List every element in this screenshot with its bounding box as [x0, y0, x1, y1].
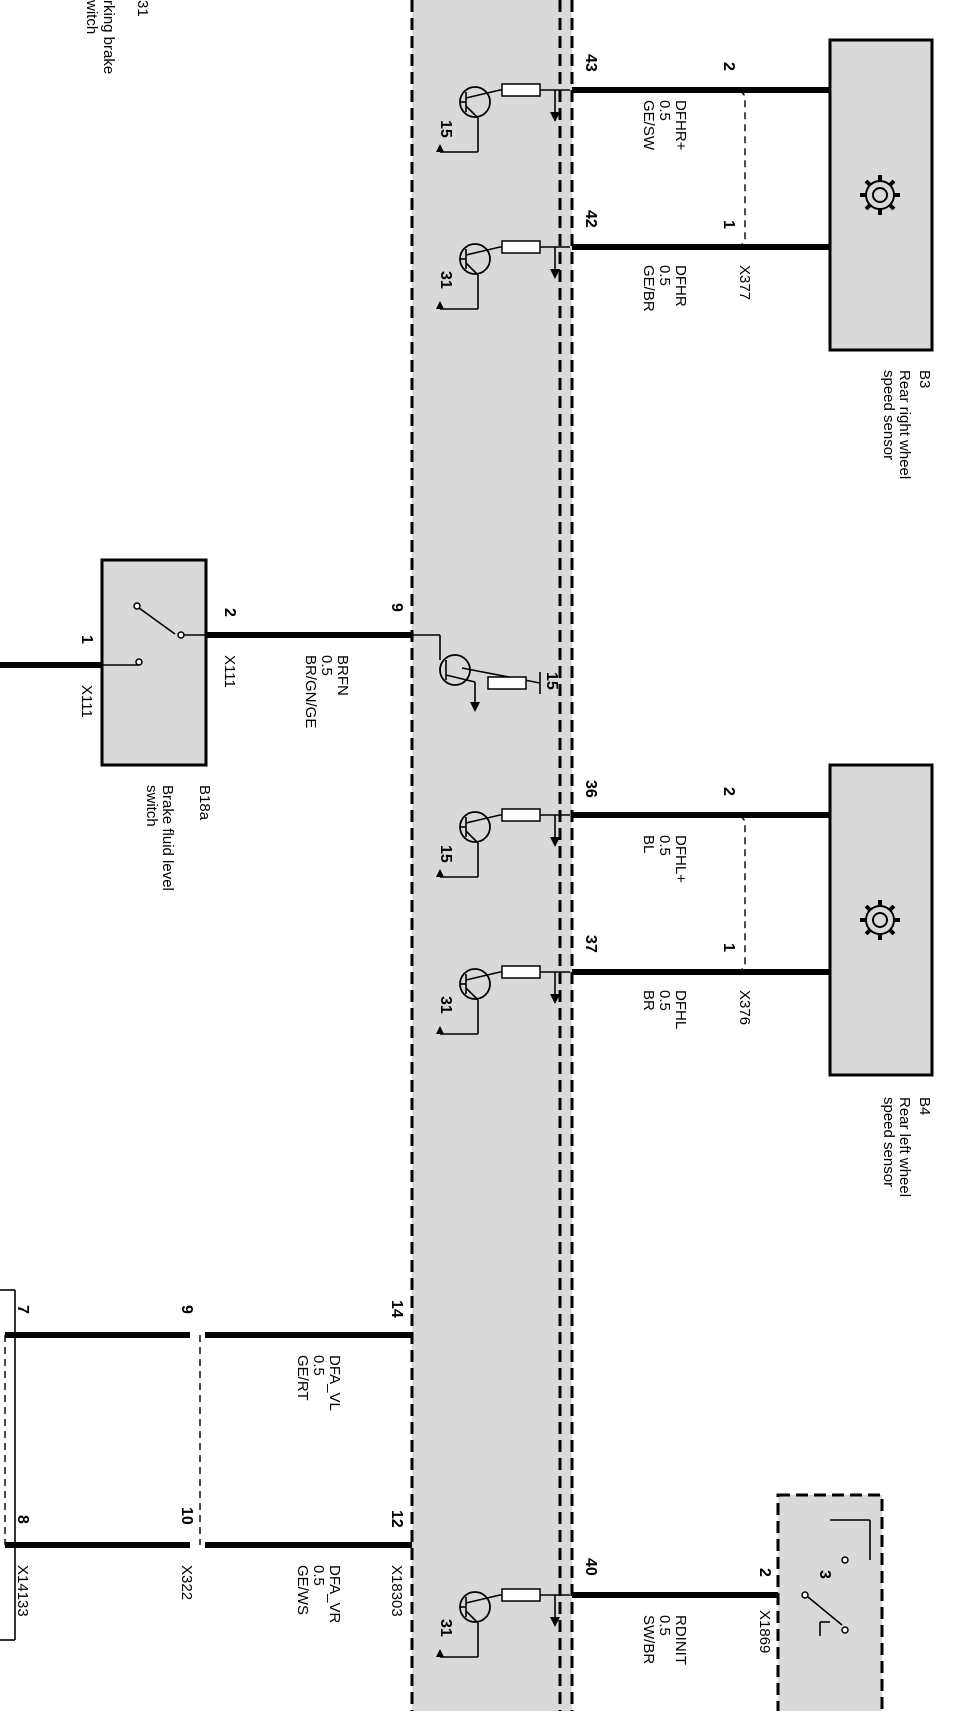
sensor-b3-box — [828, 38, 934, 352]
sensor-pin: 1 — [720, 943, 737, 952]
sensor-b3-name-line1: Rear right wheel — [896, 370, 913, 479]
ref-number: 31 — [437, 271, 454, 289]
module-pin: 14 — [388, 1300, 405, 1318]
signal-name: DFHR — [672, 265, 689, 307]
module-pin: 43 — [582, 54, 599, 72]
wire-gauge: 0.5 — [656, 835, 673, 856]
ref-number: 31 — [437, 1619, 454, 1637]
wire-gauge: 0.5 — [656, 100, 673, 121]
gear-icon — [860, 900, 900, 940]
far-pin: 7 — [14, 1305, 31, 1314]
wire-color: GE/SW — [640, 100, 657, 151]
connector-x376: X376 — [736, 990, 753, 1025]
ref-number: 31 — [437, 996, 454, 1014]
wire-color: GE/WS — [294, 1565, 311, 1615]
sensor-b4-name-line2: speed sensor — [880, 1097, 897, 1187]
far-pin: 8 — [14, 1515, 31, 1524]
connector-x377-shield — [739, 89, 746, 248]
connector-x14133: X14133 — [14, 1565, 31, 1617]
signal-name: DFA_VL — [326, 1355, 343, 1411]
connector-x377: X377 — [736, 265, 753, 300]
wire-rdinit: 40 2 X1869 RDINIT 0.5 SW/BR 31 — [436, 1558, 778, 1665]
connector-x111-outer: X111 — [78, 685, 95, 718]
wire-gauge: 0.5 — [656, 990, 673, 1011]
parking-brake-switch-label: 31 rking brake witch — [83, 0, 151, 74]
sensor-pin: 1 — [720, 220, 737, 229]
connector-x322: X322 — [178, 1565, 195, 1600]
ref-number: 15 — [437, 845, 454, 863]
wire-dfa-vl: 14 9 7 DFA_VL 0.5 GE/RT — [5, 1300, 412, 1411]
connector-x18303: X18303 — [388, 1565, 405, 1617]
sensor-b4: B4 Rear left wheel speed sensor — [828, 763, 934, 1197]
sensor-b3-name-line2: speed sensor — [880, 370, 897, 460]
wire-color: BR — [640, 990, 657, 1011]
sensor-pin: 2 — [720, 62, 737, 71]
module-pin: 9 — [388, 603, 405, 612]
b18a-name-line1: Brake fluid level — [159, 785, 176, 891]
wire-gauge: 0.5 — [656, 1615, 673, 1636]
mid-pin: 10 — [178, 1507, 195, 1525]
control-module — [410, 0, 574, 1716]
parking-brake-name-line2: witch — [83, 0, 100, 34]
sensor-b3: B3 Rear right wheel speed sensor — [828, 38, 934, 479]
connector-x111: X111 — [221, 655, 238, 688]
ref-number: 15 — [543, 672, 560, 690]
wire-gauge: 0.5 — [310, 1565, 327, 1586]
rdinit-switch-box — [776, 1493, 884, 1716]
wire-gauge: 0.5 — [656, 265, 673, 286]
wire-dfhr: 42 1 DFHR 0.5 GE/BR X377 31 — [436, 210, 830, 312]
signal-name: DFHR+ — [672, 100, 689, 151]
wire-dfhl-plus: 36 2 DFHL+ 0.5 BL 15 — [436, 780, 830, 883]
wire-dfa-vr: 12 10 8 DFA_VR 0.5 GE/WS — [5, 1507, 412, 1624]
rdinit-switch: 3 — [776, 1493, 884, 1716]
sensor-pin: 2 — [720, 787, 737, 796]
wire-dfhl: 37 1 DFHL 0.5 BR X376 31 — [436, 935, 830, 1035]
parking-brake-code: 31 — [134, 0, 151, 17]
signal-name: RDINIT — [672, 1615, 689, 1665]
gear-icon — [860, 175, 900, 215]
wire-color: GE/BR — [640, 265, 657, 312]
b18a-name-line2: switch — [143, 785, 160, 827]
b18a-code: B18a — [196, 785, 213, 821]
module-pin: 37 — [582, 935, 599, 953]
wire-color: GE/RT — [294, 1355, 311, 1401]
sensor-b4-box — [828, 763, 934, 1077]
wire-color: SW/BR — [640, 1615, 657, 1664]
wire-color: BL — [640, 835, 657, 853]
brake-fluid-switch-b18a: B18a Brake fluid level switch — [100, 558, 213, 891]
module-pin: 40 — [582, 1558, 599, 1576]
wire-gauge: 0.5 — [310, 1355, 327, 1376]
switch-pin: 2 — [221, 608, 238, 617]
wire-color: BR/GN/GE — [302, 655, 319, 728]
sensor-b4-code: B4 — [916, 1097, 933, 1115]
ref-number: 15 — [437, 120, 454, 138]
module-pin: 42 — [582, 210, 599, 228]
sensor-b3-code: B3 — [916, 370, 933, 388]
parking-brake-name-line1: rking brake — [100, 0, 117, 74]
connector-x376-shield — [739, 814, 746, 973]
sensor-b4-name-line1: Rear left wheel — [896, 1097, 913, 1197]
signal-name: DFA_VR — [326, 1565, 343, 1624]
signal-name: BRFN — [334, 655, 351, 696]
module-pin: 12 — [388, 1510, 405, 1528]
switch-outer-pin: 1 — [78, 635, 95, 644]
switch-pin-3: 3 — [816, 1570, 833, 1579]
wire-gauge: 0.5 — [318, 655, 335, 676]
switch-pin: 2 — [756, 1568, 773, 1577]
signal-name: DFHL — [672, 990, 689, 1029]
wire-dfhr-plus: 43 2 DFHR+ 0.5 GE/SW 15 — [436, 54, 830, 153]
module-pin: 36 — [582, 780, 599, 798]
connector-x1869: X1869 — [756, 1610, 773, 1653]
mid-pin: 9 — [178, 1305, 195, 1314]
brake-fluid-switch-box — [100, 558, 208, 767]
wire-brfn: 9 2 1 X111 X111 BRFN 0.5 BR/GN/GE 15 — [0, 603, 560, 728]
signal-name: DFHL+ — [672, 835, 689, 883]
